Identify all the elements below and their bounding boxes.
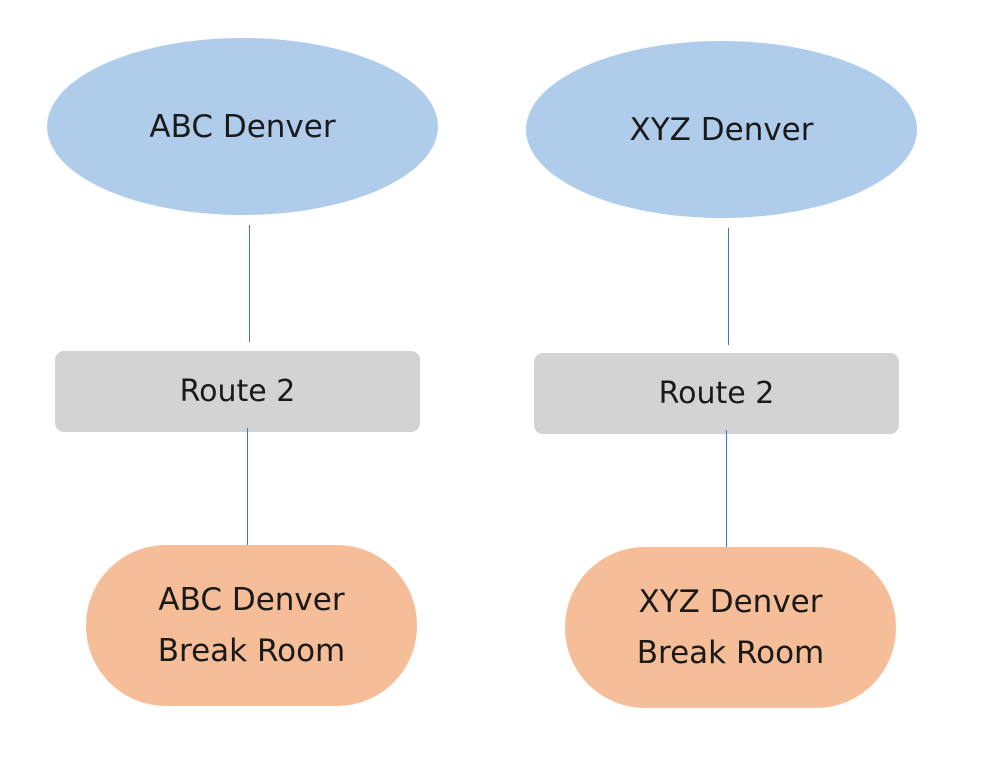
location-label: XYZ Denver: [629, 111, 814, 148]
room-label: ABC Denver Break Room: [158, 575, 345, 677]
room-node-xyz-break-room: XYZ Denver Break Room: [565, 547, 896, 708]
route-label: Route 2: [179, 374, 296, 409]
room-label-line-1: XYZ Denver: [638, 583, 823, 620]
connector-line: [728, 228, 729, 345]
room-label: XYZ Denver Break Room: [637, 577, 824, 679]
route-label: Route 2: [658, 376, 775, 411]
route-node-xyz: Route 2: [534, 353, 899, 434]
location-node-abc-denver: ABC Denver: [47, 38, 438, 215]
room-node-abc-break-room: ABC Denver Break Room: [86, 545, 417, 706]
room-label-line-2: Break Room: [157, 632, 346, 669]
route-node-abc: Route 2: [55, 351, 420, 432]
connector-line: [726, 430, 727, 552]
room-label-line-2: Break Room: [636, 634, 825, 671]
location-node-xyz-denver: XYZ Denver: [526, 41, 917, 218]
connector-line: [247, 428, 248, 550]
room-label-line-1: ABC Denver: [158, 581, 345, 618]
connector-line: [249, 225, 250, 342]
location-label: ABC Denver: [149, 108, 336, 145]
